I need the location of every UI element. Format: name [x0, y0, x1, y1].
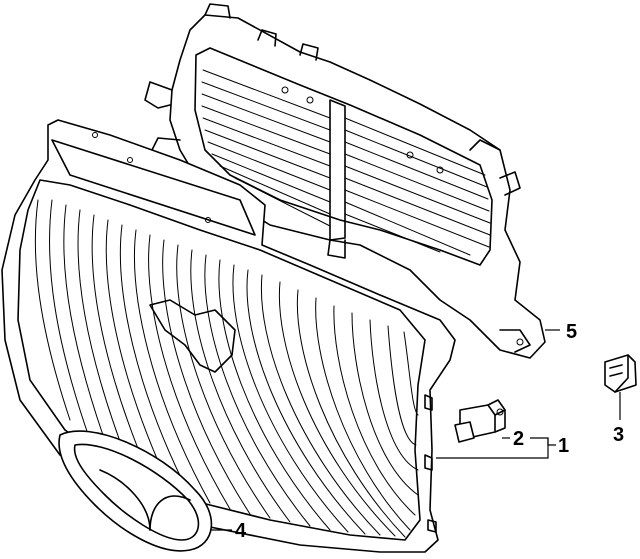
callout-2: 2 [513, 428, 524, 450]
callout-4: 4 [235, 520, 247, 542]
callout-1: 1 [558, 435, 569, 457]
sensor-bracket [454, 399, 506, 443]
retainer-clip [604, 354, 637, 393]
callout-5: 5 [566, 321, 577, 343]
grille-support-frame [144, 3, 546, 359]
leader-lines [210, 329, 621, 531]
grille-bars [34, 199, 419, 538]
callout-3: 3 [613, 424, 624, 446]
emblem [58, 430, 213, 552]
